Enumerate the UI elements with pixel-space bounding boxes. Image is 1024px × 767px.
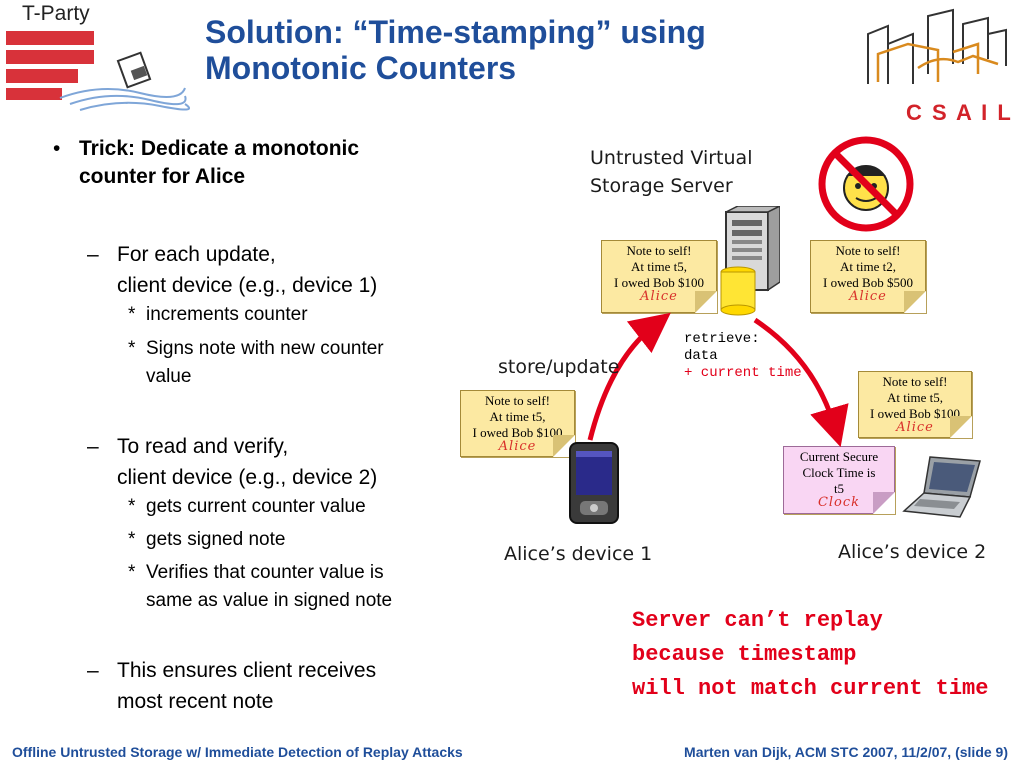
server-note-current: Note to self! At time t5, I owed Bob $10… [601,240,717,313]
update-line2: client device (e.g., device 1) [117,274,378,297]
star-mark: * [128,304,136,325]
server-label-line1: Untrusted Virtual [590,147,753,169]
note-fold [873,492,895,514]
slide-title: Solution: “Time-stamping” using Monotoni… [205,14,706,86]
note-line: At time t5, [489,409,546,424]
pda-device-icon [569,442,619,524]
server-note-old: Note to self! At time t2, I owed Bob $50… [810,240,926,313]
note-line: I owed Bob $100 [614,275,704,290]
csail-buildings-icon [867,8,1007,84]
device2-label: Alice’s device 2 [838,541,987,563]
laptop-device-icon [902,456,981,518]
dash-mark: – [87,435,99,458]
tparty-flag-icon [6,31,190,111]
note-line: Clock Time is [802,465,876,480]
conclusion-line3: will not match current time [632,676,989,701]
retrieve-arrow [753,317,849,448]
note-fold [553,435,575,457]
bullet-trick: • Trick: Dedicate a monotonic counter fo… [53,135,484,191]
arrows-layer [587,312,849,448]
csail-logo: C S A I L [858,4,1018,126]
read-line2: client device (e.g., device 2) [117,466,378,489]
bullet-dot: • [53,137,61,160]
update-sub1: * increments counter [128,301,551,329]
update-sub2-line1: Signs note with new counter [146,338,384,359]
bullet-read: – To read and verify, client device (e.g… [87,431,522,493]
note-line: Note to self! [485,393,550,408]
note-line: Note to self! [626,243,692,258]
store-note: Note to self! At time t5, I owed Bob $10… [460,390,575,457]
title-line2: Monotonic Counters [205,50,517,86]
footer-left: Offline Untrusted Storage w/ Immediate D… [12,744,463,760]
update-sub2-line2: value [146,366,192,387]
note-line: Note to self! [835,243,901,258]
read-sub3-line1: Verifies that counter value is [146,562,384,583]
alice-signature: Alice [896,420,934,435]
device1-label: Alice’s device 1 [504,543,653,565]
alice-signature: Alice [849,289,887,304]
bullet-list: • Trick: Dedicate a monotonic counter fo… [53,135,460,717]
note-line: At time t5, [631,259,687,274]
csail-label: C S A I L [906,100,1013,125]
retrieved-note: Note to self! At time t5, I owed Bob $10… [858,371,972,438]
no-adversary-icon [818,136,914,232]
note-line: I owed Bob $100 [472,425,563,440]
tparty-label: T-Party [22,2,90,25]
ensure-line1: This ensures client receives [117,659,377,682]
conclusion-line1: Server can’t replay [632,608,883,633]
note-fold [950,416,972,438]
read-sub3: * Verifies that counter value is same as… [128,559,551,615]
trick-line1: Trick: Dedicate a monotonic [79,137,360,160]
bullet-update: – For each update, client device (e.g., … [87,239,522,301]
note-line: t5 [833,481,845,496]
retrieve-line3: + current time [684,365,802,381]
read-line1: To read and verify, [117,435,289,458]
retrieve-label: retrieve: data + current time [684,331,802,382]
update-sub2: * Signs note with new counter value [128,335,551,391]
clock-signature: Clock [817,495,861,510]
star-mark: * [128,496,136,517]
store-arrow [587,312,671,441]
read-sub1: * gets current counter value [128,493,551,521]
conclusion-line2: because timestamp [632,642,857,667]
star-mark: * [128,338,136,359]
conclusion-text: Server can’t replay because timestamp wi… [632,604,988,706]
dash-mark: – [87,659,99,682]
server-label-line2: Storage Server [590,175,733,197]
alice-signature: Alice [498,439,537,454]
server-label: Untrusted Virtual Storage Server [590,144,752,200]
note-line: I owed Bob $100 [870,406,960,421]
retrieve-line2: data [684,348,718,364]
read-sub2: * gets signed note [128,526,551,554]
alice-signature: Alice [640,289,678,304]
update-line1: For each update, [117,243,276,266]
note-line: Note to self! [882,374,948,389]
trick-line2: counter for Alice [79,165,246,188]
ensure-line2: most recent note [117,690,274,713]
star-mark: * [128,529,136,550]
sub-bullets-read: * gets current counter value * gets sign… [128,493,551,615]
note-fold [904,291,926,313]
read-sub1-text: gets current counter value [146,496,366,517]
retrieve-line1: retrieve: [684,331,760,347]
note-fold [695,291,717,313]
read-sub3-line2: same as value in signed note [146,590,393,611]
server-icon [720,206,780,316]
sub-bullets-update: * increments counter * Signs note with n… [128,301,551,391]
update-sub1-text: increments counter [146,304,308,325]
note-line: At time t5, [887,390,943,405]
title-line1: Solution: “Time-stamping” using [205,14,706,50]
bullet-ensure: – This ensures client receives most rece… [87,655,522,717]
read-sub2-text: gets signed note [146,529,286,550]
star-mark: * [128,562,136,583]
tparty-logo: T-Party [0,0,190,115]
footer-right: Marten van Dijk, ACM STC 2007, 11/2/07, … [684,744,1008,760]
note-line: Current Secure [799,449,879,464]
note-line: I owed Bob $500 [823,275,913,290]
note-line: At time t2, [840,259,896,274]
store-update-label: store/update [498,356,620,378]
secure-clock-note: Current Secure Clock Time is t5 Clock [783,446,895,514]
dash-mark: – [87,243,99,266]
